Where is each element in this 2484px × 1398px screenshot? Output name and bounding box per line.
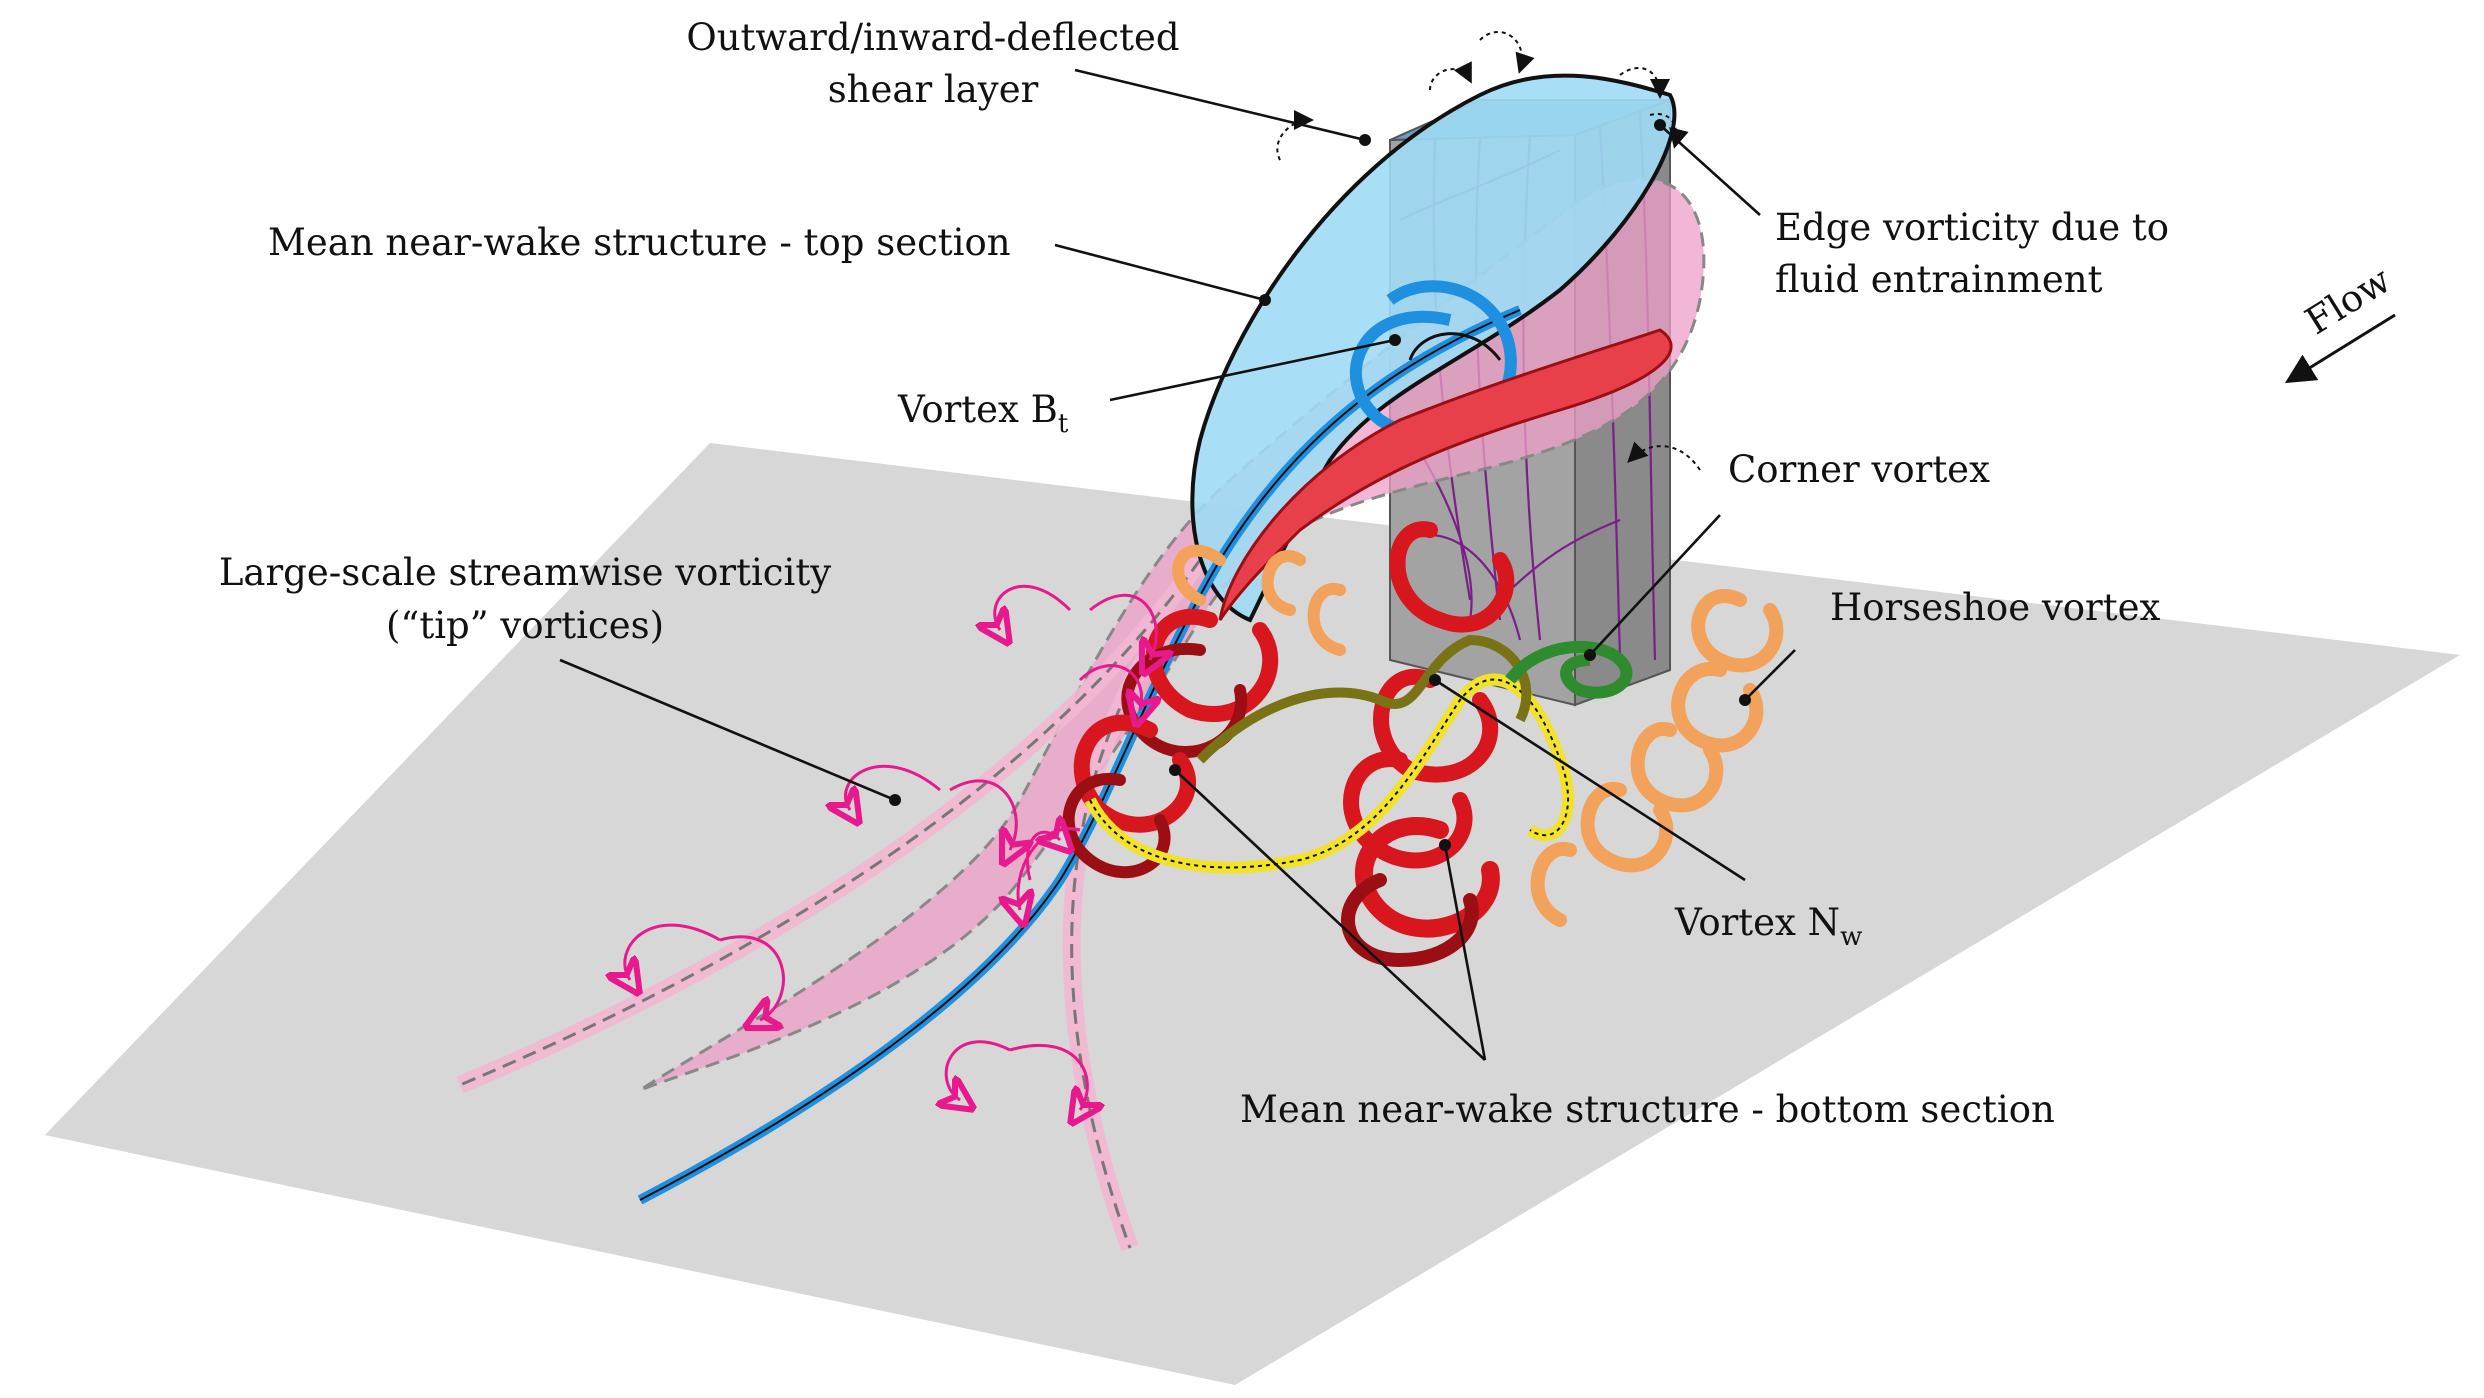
edge-vorticity-arrows — [1276, 30, 1701, 471]
tip-vortex-tail-left — [456, 554, 1208, 1094]
edge-vorticity-label-line1: Edge vorticity due to — [1775, 206, 2169, 249]
vortex-bt-label: Vortex Bt — [897, 388, 1069, 439]
tip-vortices-label-line1: Large-scale streamwise vorticity — [219, 551, 831, 594]
flow-label: Flow — [2298, 258, 2399, 343]
top-section-label: Mean near-wake structure - top section — [268, 221, 1011, 264]
red-top-ribbon — [1218, 328, 1673, 621]
ground-plane — [45, 443, 2460, 1385]
flow-arrow — [2284, 313, 2396, 384]
olive-ribbon — [1196, 634, 1532, 764]
vortex-bt-main: Vortex B — [897, 388, 1058, 431]
horseshoe-vortex — [1172, 544, 1784, 927]
bottom-section-label: Mean near-wake structure - bottom sectio… — [1240, 1088, 2055, 1131]
leader-lines — [559, 68, 1796, 1061]
edge-vorticity-label-line2: fluid entrainment — [1775, 258, 2103, 301]
corner-vortex — [1505, 640, 1633, 699]
corner-vortex-label: Corner vortex — [1728, 448, 1990, 491]
vortex-nw-subscript: w — [1840, 922, 1862, 952]
vortex-nw-main: Vortex N — [1674, 901, 1840, 944]
vortex-bt-subscript: t — [1058, 409, 1069, 439]
tip-vortices-label-line2: (“tip” vortices) — [386, 604, 664, 647]
shear-layer-label-line2: shear layer — [828, 68, 1039, 111]
shear-layer-label-line1: Outward/inward-deflected — [686, 16, 1179, 59]
horseshoe-vortex-label: Horseshoe vortex — [1830, 586, 2160, 629]
tip-vortex-rotation-arrows — [625, 584, 1156, 1110]
vortex-nw-label: Vortex Nw — [1674, 901, 1862, 952]
